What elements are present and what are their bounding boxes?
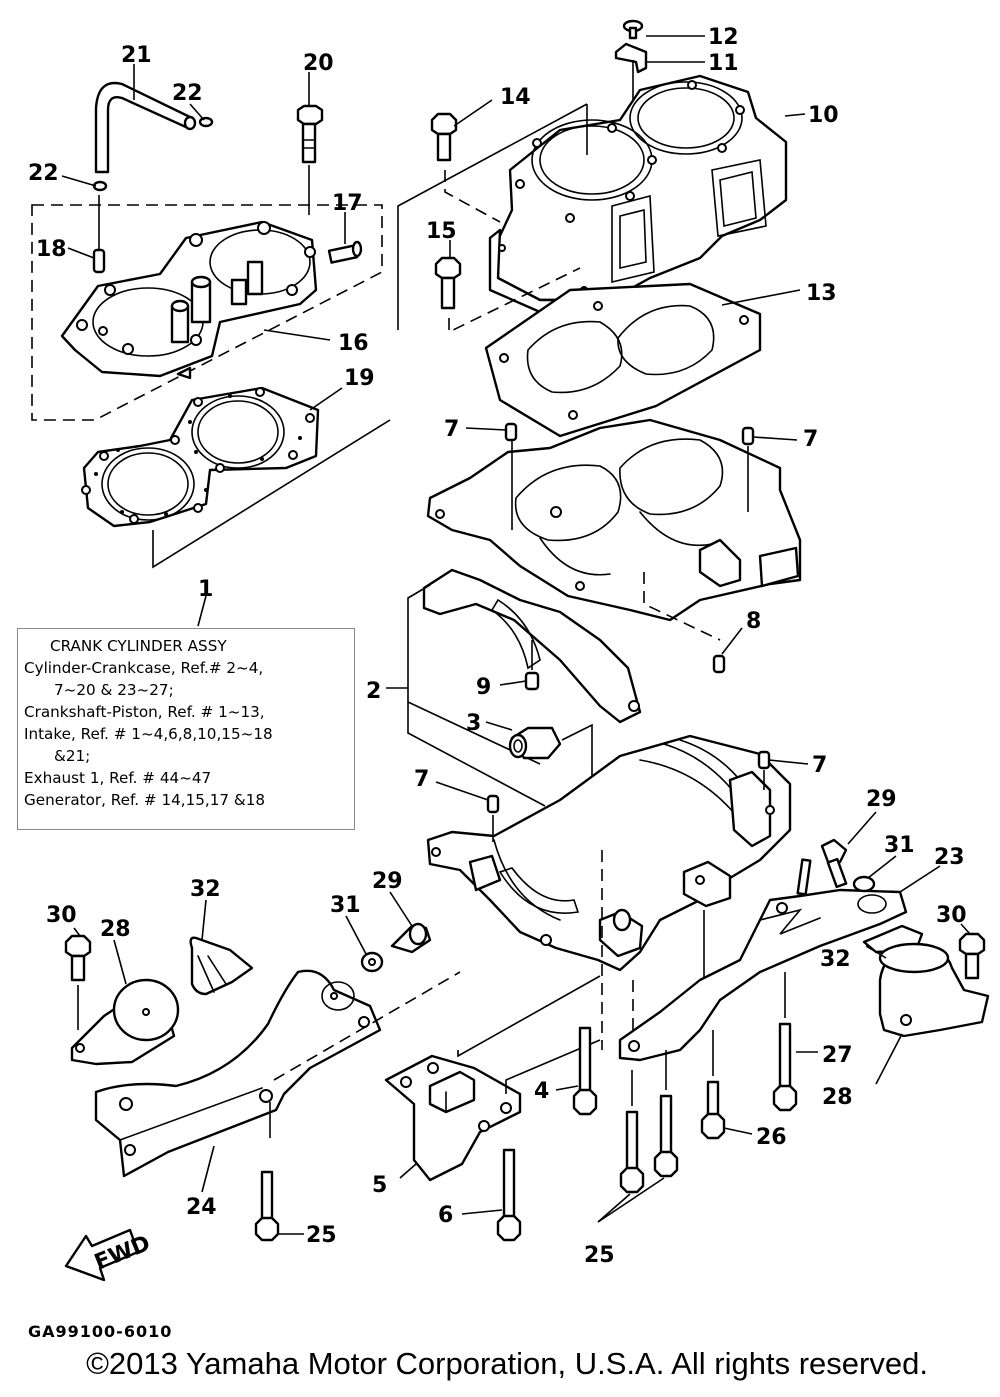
- part-23-engine-bracket-right[interactable]: [618, 858, 908, 1062]
- part-13-base-gasket[interactable]: [484, 282, 762, 438]
- assembly-note-title: CRANK CYLINDER ASSY: [50, 637, 227, 655]
- callout-28-right: 28: [822, 1085, 853, 1110]
- callout-26: 26: [756, 1125, 787, 1150]
- part-29-bolt-left[interactable]: [390, 922, 432, 954]
- assembly-note-box: CRANK CYLINDER ASSY Cylinder-Crankcase, …: [17, 628, 355, 830]
- diagram-code: GA99100-6010: [28, 1322, 173, 1341]
- callout-13: 13: [806, 281, 837, 306]
- assembly-note-line: Exhaust 1, Ref. # 44~47: [24, 769, 212, 787]
- callout-7-bottom-left: 7: [414, 767, 429, 792]
- callout-8: 8: [746, 609, 761, 634]
- part-12-screw[interactable]: [622, 19, 644, 40]
- callout-16: 16: [338, 331, 369, 356]
- part-7-dowel-d[interactable]: [757, 750, 771, 770]
- callout-19: 19: [344, 366, 375, 391]
- callout-9: 9: [476, 675, 491, 700]
- callout-12: 12: [708, 25, 739, 50]
- part-25-bolt-right-a[interactable]: [619, 1110, 645, 1194]
- fwd-arrow-icon: FWD: [64, 1228, 154, 1282]
- part-21-hose[interactable]: [94, 81, 197, 174]
- callout-2: 2: [366, 679, 381, 704]
- callout-11: 11: [708, 51, 739, 76]
- part-24-engine-bracket[interactable]: [94, 969, 382, 1178]
- callout-21: 21: [121, 43, 152, 68]
- callout-20: 20: [303, 51, 334, 76]
- part-32-damper-left[interactable]: [189, 936, 254, 996]
- part-7-dowel-a[interactable]: [504, 422, 518, 442]
- callout-15: 15: [426, 219, 457, 244]
- callout-7-top-left: 7: [444, 417, 459, 442]
- part-22-clamp[interactable]: [92, 116, 214, 192]
- callout-5: 5: [372, 1173, 387, 1198]
- part-7-dowel-c[interactable]: [486, 794, 500, 814]
- callout-32-right: 32: [820, 947, 851, 972]
- assembly-note-line: Cylinder-Crankcase, Ref.# 2~4,: [24, 659, 264, 677]
- part-8-dowel[interactable]: [712, 654, 726, 674]
- part-11-bracket[interactable]: [614, 42, 648, 74]
- part-4-bolt[interactable]: [572, 1026, 598, 1116]
- part-2-crankcase-lower[interactable]: [426, 734, 792, 972]
- callout-30-left: 30: [46, 903, 77, 928]
- part-20-bolt[interactable]: [296, 104, 324, 164]
- part-28-engine-mount-left[interactable]: [70, 978, 180, 1066]
- part-26-bolt[interactable]: [700, 1080, 726, 1140]
- part-10-cylinder[interactable]: [488, 74, 788, 314]
- part-6-bolt[interactable]: [496, 1148, 522, 1242]
- callout-22-top: 22: [172, 81, 203, 106]
- callout-1: 1: [198, 577, 213, 602]
- part-2-crankcase-upper[interactable]: [422, 418, 802, 724]
- assembly-note-line: Intake, Ref. # 1~4,6,8,10,15~18: [24, 725, 273, 743]
- part-27-bolt[interactable]: [772, 1022, 798, 1112]
- callout-4: 4: [534, 1079, 549, 1104]
- assembly-note-line: 7~20 & 23~27;: [54, 681, 174, 699]
- part-28-engine-mount-right[interactable]: [878, 942, 990, 1038]
- callout-28-left: 28: [100, 917, 131, 942]
- callout-6: 6: [438, 1203, 453, 1228]
- part-31-washer-right[interactable]: [852, 875, 876, 893]
- part-29-bolt-right[interactable]: [820, 838, 848, 889]
- callout-29-left: 29: [372, 869, 403, 894]
- part-16-exhaust-cover[interactable]: [60, 220, 318, 380]
- copyright-notice: ©2013 Yamaha Motor Corporation, U.S.A. A…: [86, 1346, 928, 1381]
- callout-25-right: 25: [584, 1243, 615, 1268]
- callout-31-left: 31: [330, 893, 361, 918]
- part-3-bushing[interactable]: [508, 726, 562, 760]
- part-18-dowel[interactable]: [92, 248, 106, 274]
- callout-27: 27: [822, 1043, 853, 1068]
- part-5-cushion-mount[interactable]: [384, 1054, 522, 1182]
- part-15-bolt[interactable]: [434, 256, 462, 310]
- part-9-dowel[interactable]: [524, 671, 540, 691]
- assembly-note-line: &21;: [54, 747, 91, 765]
- callout-3: 3: [466, 711, 481, 736]
- callout-29-right: 29: [866, 787, 897, 812]
- assembly-note-line: Crankshaft-Piston, Ref. # 1~13,: [24, 703, 265, 721]
- part-25-bolt-left[interactable]: [254, 1170, 280, 1242]
- callout-7-top-right: 7: [803, 427, 818, 452]
- part-7-dowel-b[interactable]: [741, 426, 755, 446]
- callout-25-left: 25: [306, 1223, 337, 1248]
- callout-22-left: 22: [28, 161, 59, 186]
- callout-17: 17: [332, 191, 363, 216]
- part-17-pipe[interactable]: [327, 240, 363, 264]
- callout-30-right: 30: [936, 903, 967, 928]
- part-25-bolt-right-b[interactable]: [653, 1094, 679, 1178]
- callout-23: 23: [934, 845, 965, 870]
- assembly-note-line: Generator, Ref. # 14,15,17 &18: [24, 791, 266, 809]
- part-19-gasket[interactable]: [81, 386, 320, 528]
- callout-10: 10: [808, 103, 839, 128]
- callout-32-left: 32: [190, 877, 221, 902]
- callout-14: 14: [500, 85, 531, 110]
- callout-24: 24: [186, 1195, 217, 1220]
- part-30-bolt-left[interactable]: [64, 934, 92, 982]
- callout-18: 18: [36, 237, 67, 262]
- part-30-bolt-right[interactable]: [958, 932, 986, 980]
- callout-7-bottom-right: 7: [812, 753, 827, 778]
- callout-31-right: 31: [884, 833, 915, 858]
- part-14-bolt[interactable]: [430, 112, 458, 162]
- part-31-washer-left[interactable]: [360, 951, 384, 973]
